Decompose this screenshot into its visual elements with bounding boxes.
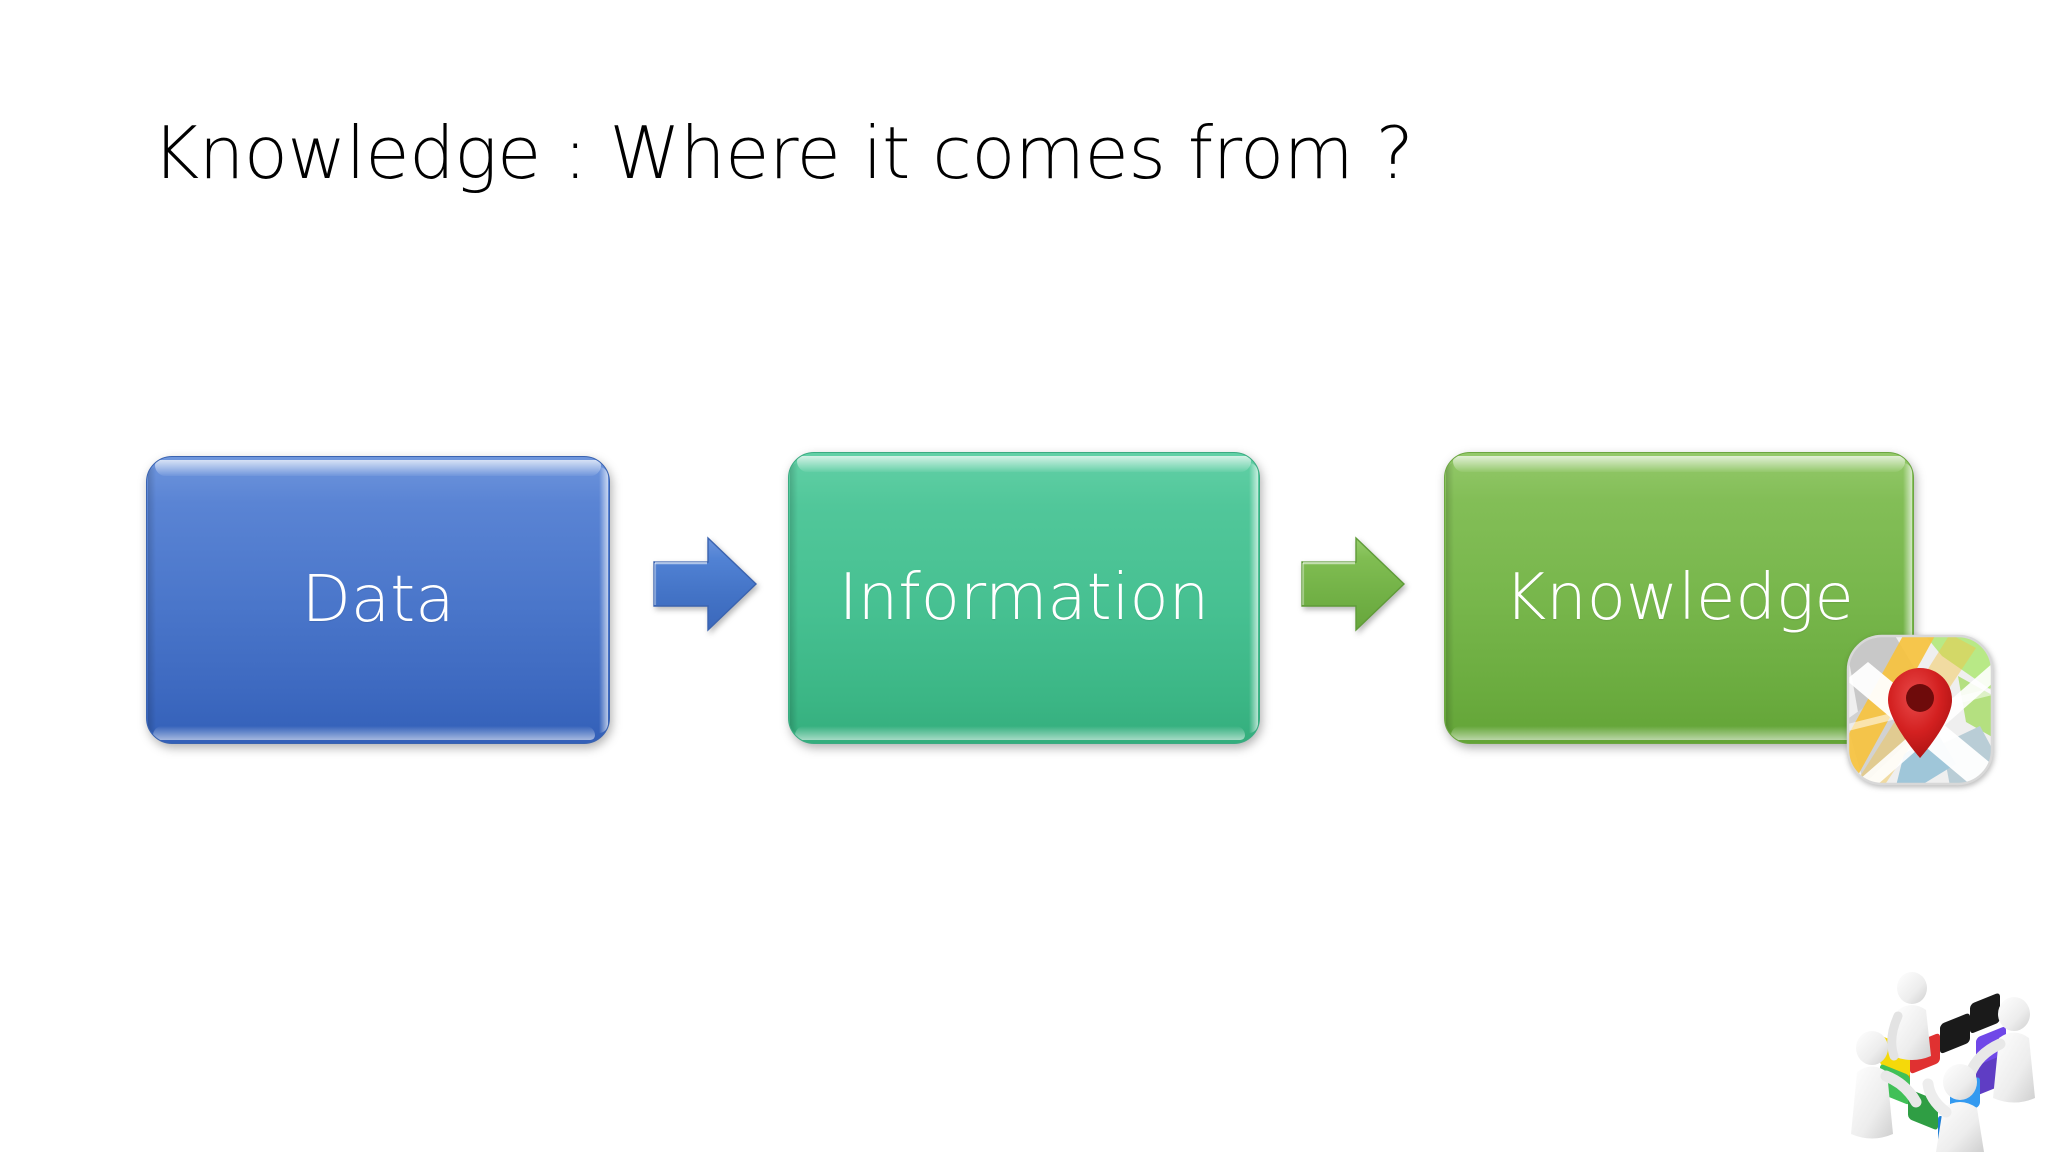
- bevel-highlight-bottom: [795, 726, 1245, 740]
- map-pin-icon: [1846, 634, 1994, 786]
- flow-step-data-label: Data: [301, 563, 455, 637]
- bevel-highlight-top: [797, 456, 1251, 472]
- right-arrow-icon-2: [1298, 534, 1408, 634]
- right-arrow-icon-1: [650, 534, 760, 634]
- flow-step-data[interactable]: Data: [146, 456, 610, 744]
- teamwork-puzzle-clipart: [1848, 952, 2044, 1157]
- flow-step-information[interactable]: Information: [788, 452, 1260, 744]
- flow-step-information-label: Information: [838, 561, 1210, 635]
- figure-back-left: [1887, 972, 1931, 1061]
- bevel-highlight-right: [1249, 463, 1258, 733]
- bevel-highlight-bottom: [1451, 726, 1899, 740]
- flow-step-knowledge-label: Knowledge: [1504, 561, 1854, 635]
- bevel-shade-left: [790, 463, 798, 733]
- bevel-highlight-top: [155, 460, 601, 476]
- flow-step-knowledge[interactable]: Knowledge: [1444, 452, 1914, 744]
- bevel-highlight-right: [599, 467, 608, 733]
- figure-left: [1851, 1031, 1922, 1139]
- bevel-shade-left: [1446, 463, 1454, 733]
- bevel-highlight-top: [1453, 456, 1905, 472]
- bevel-shade-left: [148, 467, 156, 733]
- figure-front: [1922, 1064, 1984, 1152]
- bevel-highlight-bottom: [153, 726, 595, 740]
- page-title: Knowledge : Where it comes from ?: [152, 111, 1414, 195]
